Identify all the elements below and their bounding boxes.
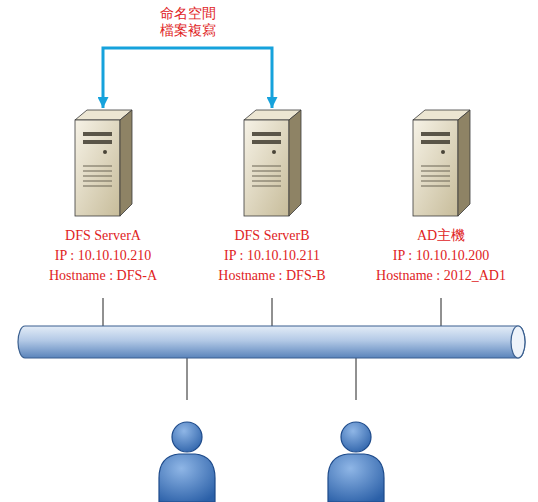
server-label: IP : 10.10.10.210 [28,246,178,266]
network-drop [187,358,188,400]
server-node: DFS ServerAIP : 10.10.10.210Hostname : D… [28,108,178,286]
user-icon [328,422,384,502]
network-drop [441,298,442,326]
server-label: AD主機 [366,226,516,246]
bus-end [511,326,525,358]
server-label: IP : 10.10.10.211 [197,246,347,266]
server-label: DFS ServerA [28,226,178,246]
server-node: DFS ServerBIP : 10.10.10.211Hostname : D… [197,108,347,286]
network-bus [18,326,525,358]
edge-label: 命名空間 檔案複寫 [156,5,220,39]
network-drop [103,298,104,326]
server-label: IP : 10.10.10.200 [366,246,516,266]
server-icon [244,110,301,216]
replication-arrow [103,48,272,108]
server-label: DFS ServerB [197,226,347,246]
server-icon [413,110,470,216]
server-label: Hostname : DFS-B [197,266,347,286]
server-icon [75,110,132,216]
server-label: Hostname : 2012_AD1 [366,266,516,286]
server-label: Hostname : DFS-A [28,266,178,286]
network-drop [356,358,357,400]
server-node: AD主機IP : 10.10.10.200Hostname : 2012_AD1 [366,108,516,286]
network-drop [272,298,273,326]
user-icon [159,422,215,502]
